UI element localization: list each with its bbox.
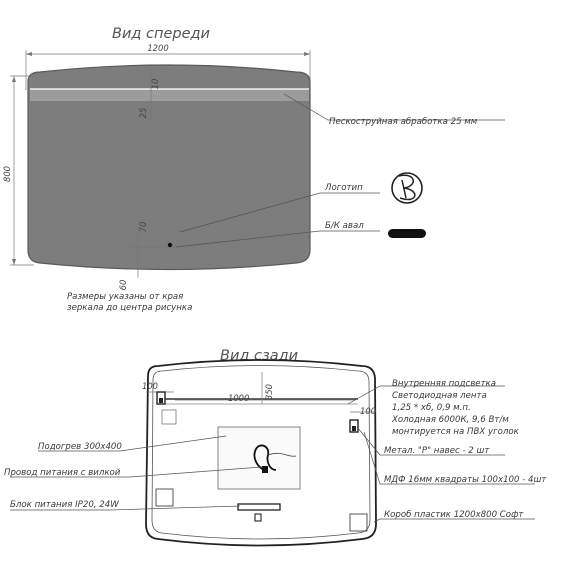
dot-offset-label: 70 (138, 222, 148, 233)
led-cold-label: Холодная 6000К, 9,6 Вт/м (391, 415, 509, 425)
sensor-dot (167, 242, 173, 248)
mdf-leader (363, 431, 535, 485)
led-mount-label: монтируется на ПВХ уголок (392, 427, 520, 437)
box-label: Короб пластик 1200х800 Софт (384, 510, 524, 520)
back-box-inner-outline (151, 365, 371, 540)
bottom-dimension-label: 60 (118, 280, 128, 291)
led-strip-label: Светодиодная лента (392, 391, 487, 401)
dim-100-right-label: 100 (360, 406, 376, 416)
note-line-1: Размеры указаны от края (67, 292, 183, 302)
back-view: Вид сзади 100 1000 350 100 (4, 348, 547, 547)
mdf-label: МДФ 16мм квадраты 100х100 - 4шт (384, 475, 547, 485)
power-supply-unit (237, 503, 281, 511)
inner-light-leader (347, 385, 505, 405)
sandblast-band (30, 89, 309, 101)
heater-pad (217, 426, 301, 490)
led-spec-label: 1,25 * хб, 0,9 м.п. (392, 403, 471, 413)
sensor-leader (175, 230, 380, 248)
front-view-title: Вид спереди (112, 26, 210, 42)
note-line-2: зеркала до центра рисунка (67, 303, 192, 313)
dim-100-left-label: 100 (142, 381, 158, 391)
sandblast-leader (283, 93, 505, 121)
inner-light-label: Внутренняя подсветка (392, 379, 496, 389)
hanger-label: Метал. "Р" навес - 2 шт (384, 446, 490, 456)
band-dimension-label: 25 (138, 108, 148, 119)
heater-label: Подогрев 300х400 (38, 442, 122, 452)
mdf-square-top-left (161, 409, 177, 425)
heater-leader (38, 435, 227, 452)
mdf-square-bottom-right (349, 513, 368, 532)
logo-leader (179, 192, 380, 233)
top-offset-label: 10 (150, 79, 160, 90)
height-dimension-label: 800 (2, 166, 12, 182)
hanger-right-icon (349, 419, 359, 433)
sensor-oval-swatch (388, 229, 426, 238)
power-cord-icon (253, 444, 297, 473)
mirror-body (27, 64, 311, 271)
logo-label: Логотип (324, 183, 363, 193)
power-cord-leader (10, 466, 263, 478)
logo-emblem-icon (391, 172, 423, 204)
sensor-label: Б/К авал (325, 221, 364, 231)
hanger-leader (356, 426, 505, 456)
power-supply-connector (254, 513, 262, 522)
width-dimension-label: 1200 (147, 43, 168, 53)
hanger-left-icon (156, 391, 166, 405)
front-view: Вид спереди 1200 800 10 25 70 60 Пескос (2, 26, 505, 313)
dim-1000-label: 1000 (228, 393, 249, 403)
psu-label: Блок питания IP20, 24W (10, 500, 119, 510)
power-cord-label: Провод питания с вилкой (4, 468, 121, 478)
box-leader (373, 518, 535, 523)
sandblast-label: Пескоструйная абработка 25 мм (329, 117, 478, 127)
psu-leader (10, 505, 241, 511)
dim-350-label: 350 (264, 384, 274, 400)
mdf-square-bottom-left (155, 488, 174, 507)
